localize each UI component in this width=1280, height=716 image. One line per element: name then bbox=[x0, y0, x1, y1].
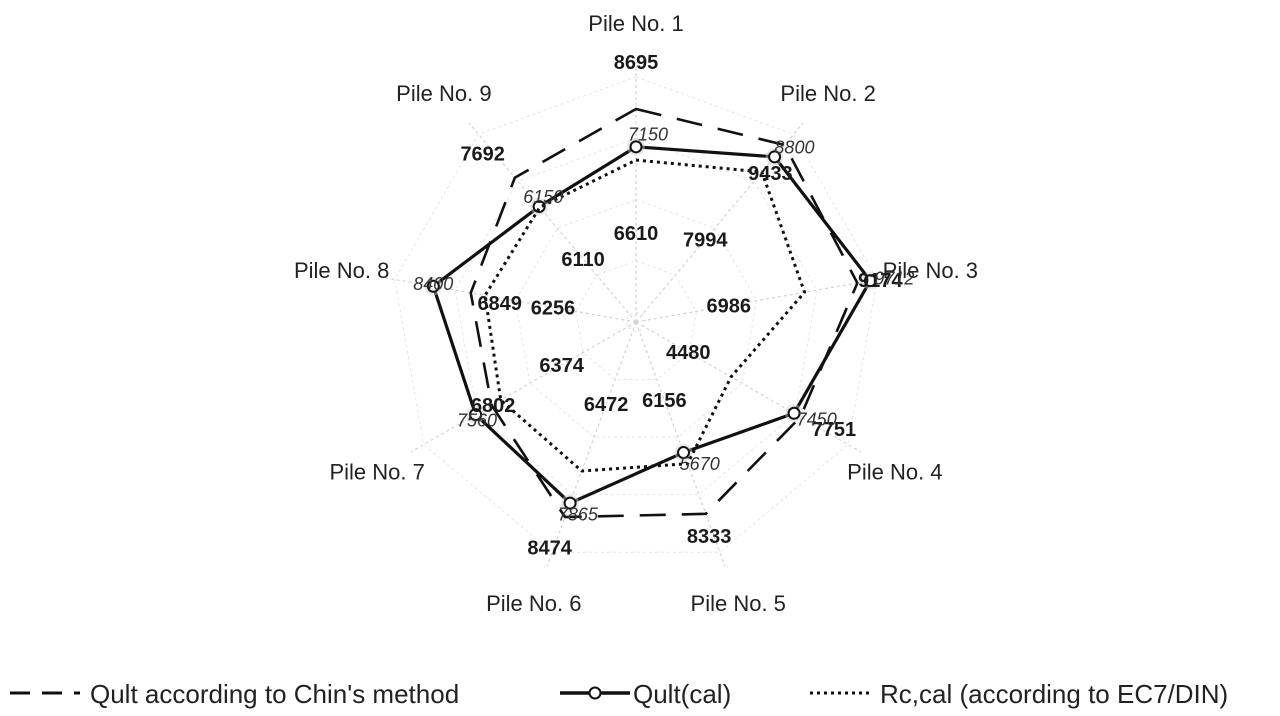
legend-item-chin: Qult according to Chin's method bbox=[10, 679, 459, 709]
data-label-1: 7150 bbox=[628, 125, 668, 145]
series-polygon-0 bbox=[469, 107, 859, 519]
category-label: Pile No. 7 bbox=[329, 459, 424, 484]
radar-spoke bbox=[635, 321, 862, 453]
legend-item-rc-cal: Rc,cal (according to EC7/DIN) bbox=[810, 679, 1228, 709]
radar-labels: Pile No. 1 Pile No. 2 Pile No. 3 Pile No. 4… bbox=[294, 11, 978, 616]
radar-ring bbox=[394, 76, 878, 553]
data-point bbox=[629, 140, 643, 154]
category-label: Pile No. 5 bbox=[691, 591, 786, 616]
radar-spoke bbox=[635, 321, 726, 567]
radar-series bbox=[424, 107, 880, 519]
data-label-2: 6610 bbox=[614, 223, 659, 245]
radar-spoke bbox=[546, 321, 637, 567]
data-label-0: 8695 bbox=[614, 52, 659, 74]
data-label-2: 4480 bbox=[666, 342, 711, 364]
data-point bbox=[426, 279, 440, 293]
data-label-0: 7692 bbox=[460, 144, 505, 166]
data-label-2: 6110 bbox=[561, 249, 604, 271]
data-label-0: 8333 bbox=[687, 526, 732, 548]
radar-ring bbox=[575, 260, 697, 381]
data-label-2: 6374 bbox=[539, 355, 584, 377]
data-point bbox=[563, 496, 577, 510]
category-label: Pile No. 9 bbox=[396, 81, 491, 106]
data-label-0: 6849 bbox=[477, 293, 522, 315]
data-label-1: 7450 bbox=[797, 409, 837, 429]
series-polygon-1 bbox=[431, 145, 872, 505]
data-label-1: 8400 bbox=[413, 274, 453, 294]
data-label-2: 6256 bbox=[531, 297, 576, 319]
category-label: Pile No. 8 bbox=[294, 258, 389, 283]
data-label-1: 8800 bbox=[774, 137, 814, 157]
data-label-0: 9174 bbox=[858, 270, 903, 292]
radar-spoke bbox=[468, 122, 637, 323]
data-label-0: 6802 bbox=[471, 395, 516, 417]
series-polygon-2 bbox=[483, 158, 807, 473]
data-label-1: 7560 bbox=[457, 411, 497, 431]
radar-spoke bbox=[410, 321, 637, 453]
legend-label-qult-cal: Qult(cal) bbox=[633, 679, 731, 709]
radar-spoke bbox=[635, 276, 892, 323]
data-label-2: 6472 bbox=[584, 394, 629, 416]
radar-spoke bbox=[380, 276, 637, 323]
data-label-2: 6156 bbox=[642, 390, 687, 412]
data-point bbox=[863, 274, 877, 288]
data-label-2: 6986 bbox=[706, 296, 751, 318]
legend-label-chin: Qult according to Chin's method bbox=[90, 679, 459, 709]
data-label-1: 5670 bbox=[680, 454, 720, 474]
legend-marker-circle bbox=[588, 686, 602, 700]
data-point bbox=[469, 408, 483, 422]
data-label-2: 7994 bbox=[683, 229, 728, 251]
data-label-0: 8474 bbox=[527, 537, 572, 559]
category-label: Pile No. 4 bbox=[847, 459, 942, 484]
data-point bbox=[677, 446, 691, 460]
legend-label-rc-cal: Rc,cal (according to EC7/DIN) bbox=[880, 679, 1228, 709]
data-label-0: 9433 bbox=[748, 163, 793, 185]
category-label: Pile No. 6 bbox=[486, 591, 581, 616]
legend: Qult according to Chin's method Qult(cal… bbox=[10, 679, 1228, 709]
data-point bbox=[787, 406, 801, 420]
category-label: Pile No. 3 bbox=[883, 258, 978, 283]
legend-item-qult-cal: Qult(cal) bbox=[560, 679, 731, 709]
radar-ring bbox=[625, 311, 647, 332]
category-label: Pile No. 2 bbox=[780, 81, 875, 106]
data-label-1: 6150 bbox=[523, 187, 563, 207]
data-label-1: 9712 bbox=[874, 269, 914, 289]
data-label-1: 7865 bbox=[558, 505, 599, 525]
data-label-0: 7751 bbox=[812, 419, 857, 441]
data-point bbox=[768, 150, 782, 164]
radar-ring bbox=[454, 137, 818, 496]
category-label: Pile No. 1 bbox=[588, 11, 683, 36]
